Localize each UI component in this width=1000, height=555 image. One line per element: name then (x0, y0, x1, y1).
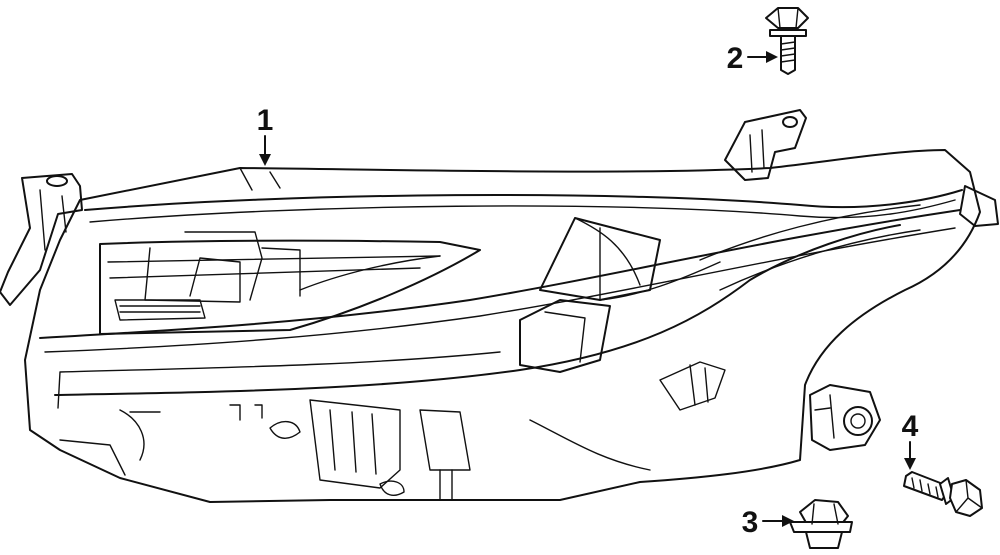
headlamp-assembly (0, 109, 999, 503)
leader-arrow-3 (782, 515, 794, 527)
callout-label-1: 1 (257, 104, 274, 137)
callout-label-3: 3 (742, 506, 759, 539)
lower-mounting-bolt (903, 471, 983, 517)
leader-arrow-2 (766, 51, 778, 63)
callout-3: 3 (742, 506, 794, 539)
leader-arrow-1 (259, 154, 271, 166)
callout-label-4: 4 (902, 410, 919, 443)
callout-label-2: 2 (727, 42, 744, 75)
top-right-bracket (724, 109, 807, 181)
upper-mounting-bolt (765, 7, 809, 75)
housing-outline (24, 149, 981, 503)
left-tab-hole (46, 175, 68, 187)
leader-arrow-4 (904, 458, 916, 470)
callout-4: 4 (902, 410, 919, 470)
left-mounting-tab (0, 173, 83, 306)
callout-2: 2 (727, 42, 778, 75)
callout-1: 1 (257, 104, 274, 166)
retainer-clip (789, 499, 853, 549)
